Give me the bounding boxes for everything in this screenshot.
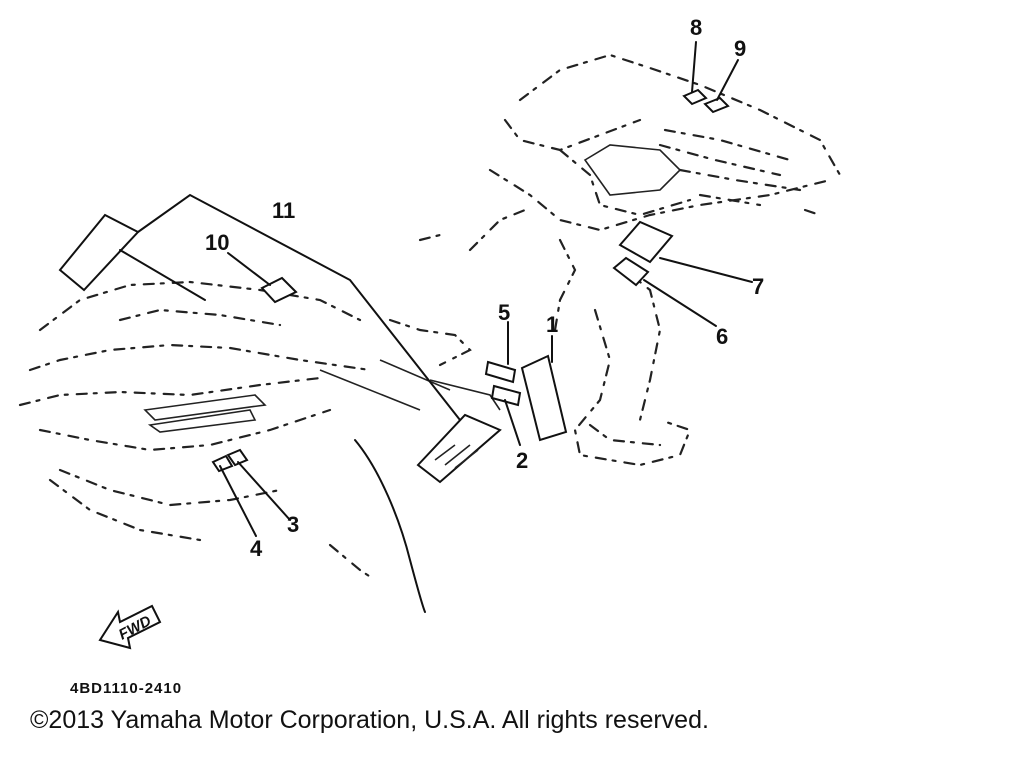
callout-1: 1 [546, 312, 558, 337]
decal-7 [618, 220, 674, 264]
decal-4 [211, 454, 234, 473]
decal-1 [520, 354, 568, 442]
decal-6 [612, 256, 650, 287]
callout-9: 9 [734, 36, 746, 61]
front-fender-sketch [18, 280, 501, 613]
leader-lines [119, 41, 753, 537]
callout-numbers: 1 2 3 4 5 6 7 8 9 10 11 [205, 15, 764, 561]
decal-5 [484, 360, 517, 384]
callout-6: 6 [716, 324, 728, 349]
decal-2 [490, 384, 522, 407]
callout-11: 11 [272, 198, 295, 223]
decal-11-front-right [416, 413, 502, 484]
drawing-code: 4BD1110-2410 [70, 680, 183, 697]
callout-7: 7 [752, 274, 764, 299]
callout-4: 4 [250, 536, 263, 561]
callout-8: 8 [690, 15, 702, 40]
copyright-notice: ©2013 Yamaha Motor Corporation, U.S.A. A… [30, 706, 709, 734]
decal-shapes [58, 88, 730, 484]
decal-9 [703, 96, 730, 114]
callout-5: 5 [498, 300, 510, 325]
rear-fender-sketch [418, 53, 842, 467]
callout-3: 3 [287, 512, 299, 537]
decal-11-front-left [58, 213, 140, 292]
callout-2: 2 [516, 448, 528, 473]
decal-10 [260, 276, 298, 304]
decal-8 [682, 88, 708, 106]
callout-10: 10 [205, 230, 229, 255]
decal-3 [226, 448, 249, 467]
fwd-arrow-icon: FWD [98, 604, 162, 650]
